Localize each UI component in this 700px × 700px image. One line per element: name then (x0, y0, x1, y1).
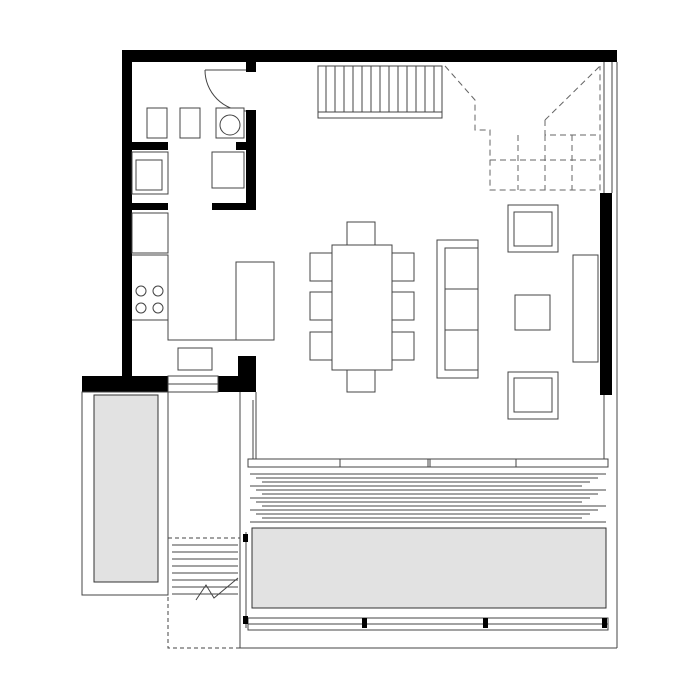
pool (251, 527, 607, 609)
exterior-stair (167, 537, 241, 649)
burner-icon (152, 285, 164, 297)
burner-icon (135, 285, 147, 297)
planter (81, 391, 169, 596)
walls (82, 50, 617, 395)
stair-dashed (444, 65, 601, 191)
terrace (239, 392, 617, 649)
burner-icon (152, 302, 164, 314)
bathroom-fixtures (146, 107, 245, 189)
kitchen (131, 151, 275, 393)
burner-icon (135, 302, 147, 314)
living-set (436, 204, 599, 420)
interior-stair (317, 65, 443, 119)
bathroom-door (204, 69, 247, 112)
dining-set (309, 221, 415, 393)
